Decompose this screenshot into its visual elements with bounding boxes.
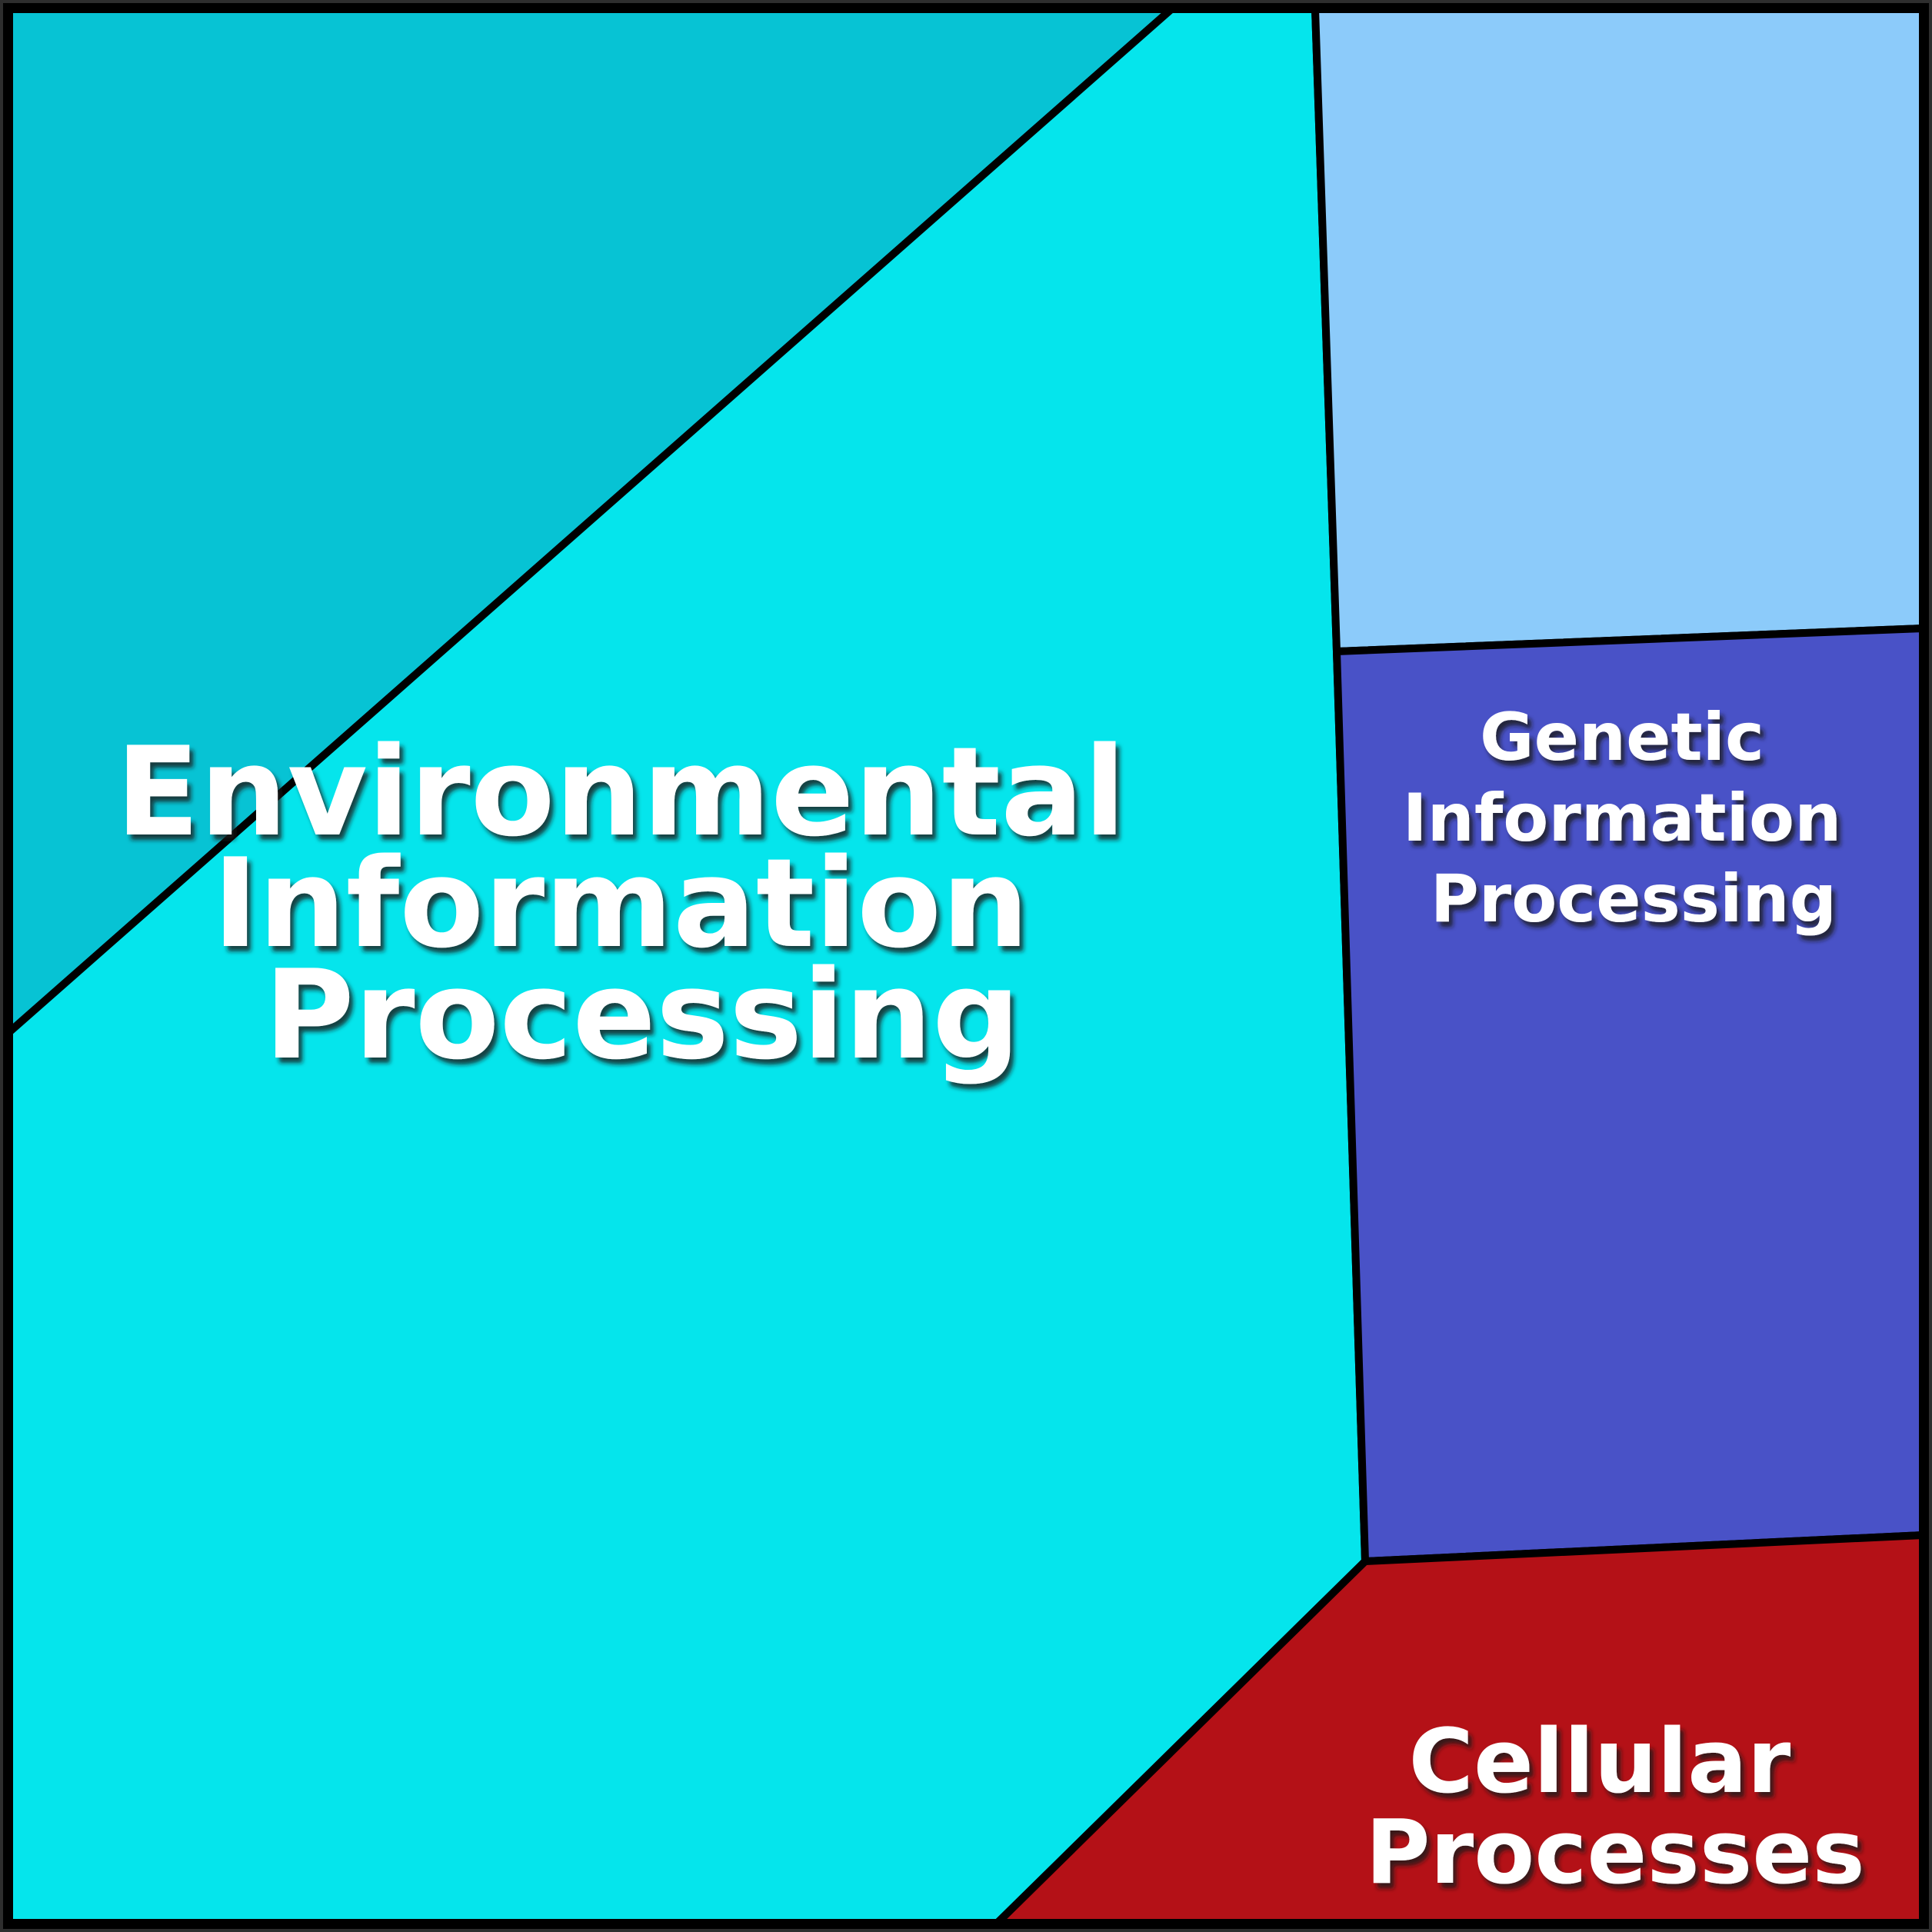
region-lightblue-unlabeled[interactable]	[1311, 5, 1927, 655]
label-line: Cellular	[1409, 1710, 1791, 1814]
label-line: Processes	[1365, 1801, 1865, 1904]
label-line: Processing	[1431, 861, 1837, 938]
label-line: Genetic	[1480, 699, 1764, 776]
label-cellular-processes: Cellular Processes	[1365, 1710, 1865, 1904]
label-genetic-information-processing: Genetic Information Processing	[1403, 699, 1865, 938]
label-environmental-information-processing: Environmental Information Processing	[115, 720, 1168, 1087]
label-line: Environmental	[115, 720, 1126, 864]
label-line: Processing	[264, 943, 1020, 1087]
label-line: Information	[1403, 780, 1842, 857]
label-line: Information	[212, 831, 1029, 975]
region-cellular-processes[interactable]	[994, 1531, 1927, 1927]
